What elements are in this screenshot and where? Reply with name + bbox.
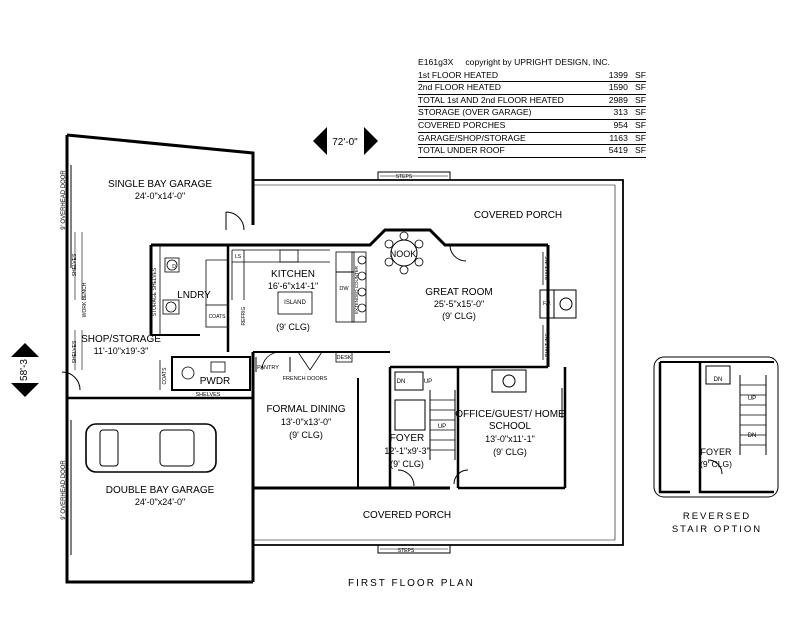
dimension-depth: 58'-3 <box>19 359 30 381</box>
area-row-label: COVERED PORCHES <box>418 119 506 130</box>
powder-label: PWDR <box>200 376 231 387</box>
dimension-arrow-left-icon <box>313 127 327 155</box>
reversed-foyer-name: FOYER <box>700 447 732 457</box>
area-table-header: E161g3X copyright by UPRIGHT DESIGN, INC… <box>418 57 646 69</box>
refrig-label: REFRIG <box>241 306 247 325</box>
area-row-label: 1st FLOOR HEATED <box>418 69 499 80</box>
area-row-label: GARAGE/SHOP/STORAGE <box>418 132 526 143</box>
built-ins-lower: BUILT-INS <box>545 333 551 357</box>
area-row-label: TOTAL UNDER ROOF <box>418 145 505 156</box>
foyer-name: FOYER <box>390 433 424 444</box>
area-row: STORAGE (OVER GARAGE) 313 SF <box>418 107 646 120</box>
rear-steps-label: STEPS <box>396 174 413 180</box>
coats-pwdr-label: COATS <box>162 367 168 385</box>
stair-up-label: UP <box>424 379 432 385</box>
kitchen-name: KITCHEN <box>271 269 315 280</box>
area-row-value: 954 SF <box>613 119 646 130</box>
reversed-caption-line1: REVERSED <box>682 511 752 522</box>
great-room-clg: (9' CLG) <box>442 311 476 321</box>
reversed-caption-line2: STAIR OPTION <box>671 524 763 535</box>
double-garage-size: 24'-0"x24'-0" <box>135 497 185 507</box>
area-row-label: 2nd FLOOR HEATED <box>418 82 501 93</box>
stair-up-label-2: UP <box>438 424 446 430</box>
nook-label: NOOK <box>390 249 417 259</box>
area-row: GARAGE/SHOP/STORAGE 1163 SF <box>418 133 646 146</box>
dining-clg: (9' CLG) <box>289 430 323 440</box>
area-table: E161g3X copyright by UPRIGHT DESIGN, INC… <box>418 57 646 158</box>
area-row-label: STORAGE (OVER GARAGE) <box>418 107 532 118</box>
area-row: TOTAL UNDER ROOF 5419 SF <box>418 145 646 158</box>
shelves-bottom-label: SHELVES <box>196 392 221 398</box>
area-row: COVERED PORCHES 954 SF <box>418 120 646 133</box>
area-row-value: 2989 SF <box>608 94 646 105</box>
pantry-label: PANTRY <box>257 365 279 371</box>
shelves-left-upper: SHELVES <box>72 253 78 276</box>
stair-down-label: DN <box>397 379 406 385</box>
dimension-arrow-down-icon <box>11 383 39 397</box>
shop-size: 11'-10"x19'-3" <box>94 346 149 356</box>
fireplace-label: F.P. <box>543 301 551 307</box>
great-room-size: 25'-5"x15'-0" <box>434 299 484 309</box>
plan-caption: FIRST FLOOR PLAN <box>348 578 475 589</box>
single-garage-name: SINGLE BAY GARAGE <box>108 179 212 190</box>
work-bench-label: WORK BENCH <box>82 282 88 317</box>
reversed-stair-caption: REVERSED STAIR OPTION <box>658 510 776 536</box>
reversed-dn-label-2: DN <box>748 433 757 439</box>
dw-label: DW <box>339 286 349 292</box>
dining-size: 13'-0"x13'-0" <box>281 417 331 427</box>
overhead-door-upper: 9' OVERHEAD DOOR <box>61 170 67 230</box>
laundry-label: LNDRY <box>177 290 211 301</box>
front-porch-label: COVERED PORCH <box>363 510 451 521</box>
shop-name: SHOP/STORAGE <box>81 334 161 345</box>
office-name-line2: SCHOOL <box>489 421 532 432</box>
coats-laundry-label: COATS <box>209 314 227 320</box>
area-row-value: 1399 SF <box>608 69 646 80</box>
area-row-label: TOTAL 1st AND 2nd FLOOR HEATED <box>418 94 564 105</box>
ls-label: LS <box>235 254 242 260</box>
double-garage-name: DOUBLE BAY GARAGE <box>106 485 215 496</box>
kitchen-clg: (9' CLG) <box>276 322 310 332</box>
reversed-foyer-clg: (9' CLG) <box>700 459 732 469</box>
copyright-text: copyright by UPRIGHT DESIGN, INC. <box>465 57 610 67</box>
dimension-width: 72'-0" <box>332 137 358 148</box>
foyer-size: 12'-1"x9'-3" <box>384 446 429 456</box>
plan-code: E161g3X <box>418 57 454 67</box>
french-doors-label: FRENCH DOORS <box>283 376 328 382</box>
extended-counter-label: EXTENDED COUNTER <box>354 265 359 314</box>
storage-shelves-label: STORAGE SHELVES <box>152 267 158 316</box>
great-room-name: GREAT ROOM <box>425 287 492 298</box>
room-labels: 72'-0" 58'-3 SINGLE BAY GARAGE24'-0"x14'-0… <box>19 137 756 554</box>
area-row: 2nd FLOOR HEATED 1590 SF <box>418 82 646 95</box>
office-name-line1: OFFICE/GUEST/ HOME <box>455 409 565 420</box>
area-row: TOTAL 1st AND 2nd FLOOR HEATED 2989 SF <box>418 95 646 108</box>
dimension-arrow-up-icon <box>11 343 39 357</box>
area-row-value: 1163 SF <box>609 132 646 143</box>
overhead-door-lower: 9' OVERHEAD DOOR <box>61 460 67 520</box>
dryer-label: D <box>172 264 176 270</box>
area-row-value: 313 SF <box>613 107 646 118</box>
dimension-arrow-right-icon <box>364 127 378 155</box>
foyer-clg: (9' CLG) <box>390 459 424 469</box>
front-steps-label: STEPS <box>398 548 415 554</box>
built-ins-upper: BUILT-INS <box>545 256 551 280</box>
shelves-left-lower: SHELVES <box>72 340 78 363</box>
reversed-up-label: UP <box>748 396 756 402</box>
kitchen-size: 16'-6"x14'-1" <box>268 281 318 291</box>
dining-name: FORMAL DINING <box>266 404 345 415</box>
area-row-value: 5419 SF <box>608 145 646 156</box>
reversed-dn-label: DN <box>714 377 723 383</box>
office-size: 13'-0"x11'-1" <box>485 434 535 444</box>
desk-label: DESK <box>337 355 352 361</box>
rear-porch-label: COVERED PORCH <box>474 210 562 221</box>
island-label: ISLAND <box>284 300 306 306</box>
office-clg: (9' CLG) <box>493 447 527 457</box>
area-row: 1st FLOOR HEATED 1399 SF <box>418 70 646 83</box>
single-garage-size: 24'-0"x14'-0" <box>135 191 185 201</box>
area-row-value: 1590 SF <box>608 82 646 93</box>
